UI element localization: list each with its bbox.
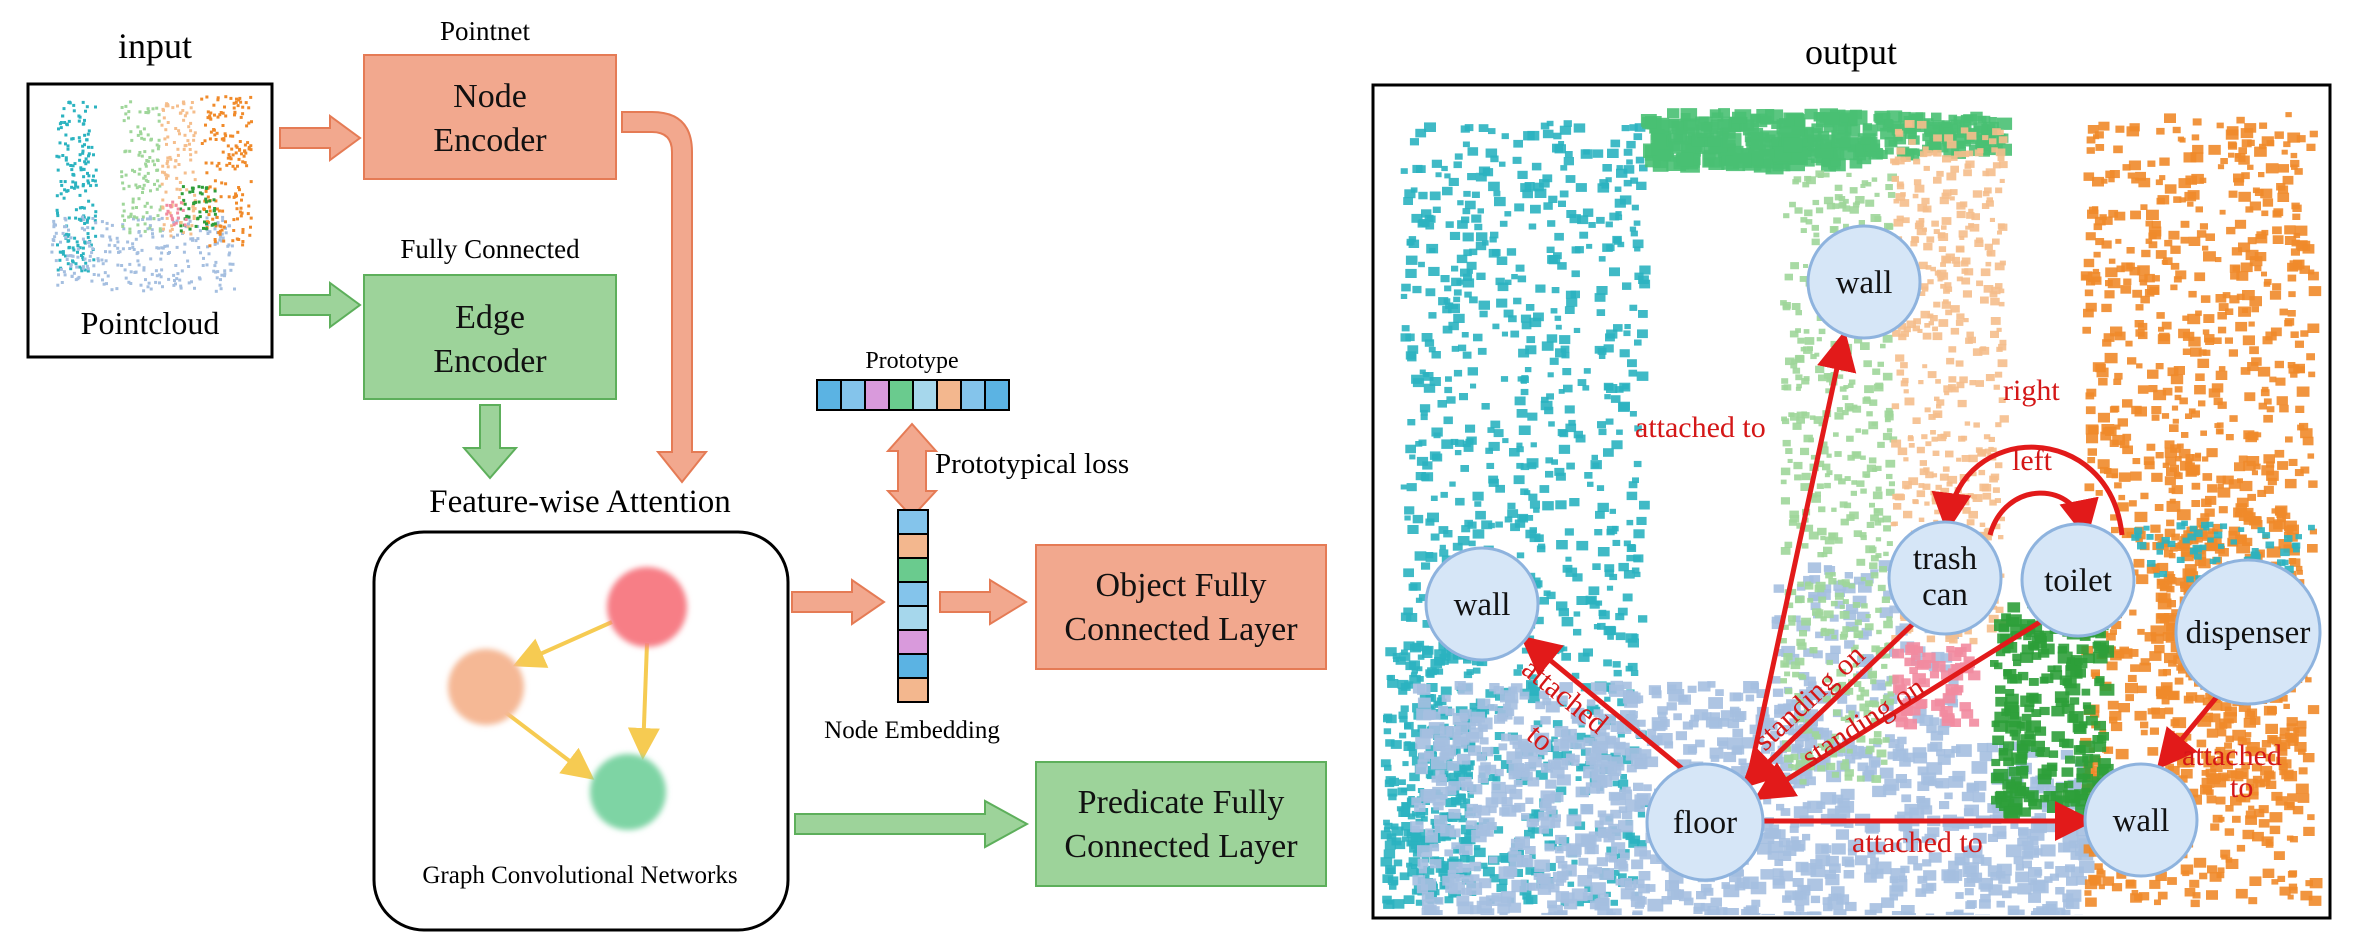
node-encoder-line2: Encoder — [433, 122, 547, 159]
prototype-cell — [912, 379, 938, 411]
arrow-input-to-node-encoder — [279, 114, 362, 162]
relation-arrows — [1520, 330, 2222, 841]
embedding-cell — [897, 605, 929, 631]
relation-arrow-dispenser-wall-br — [2156, 691, 2222, 770]
scene-node-toilet: toilet — [2020, 522, 2136, 638]
predicate-fc-line1: Predicate Fully — [1078, 784, 1285, 821]
relation-label-right: right — [2003, 374, 2060, 407]
relation-label-dispenser-wall-br-2: to — [2230, 771, 2253, 804]
scene-node-floor: floor — [1645, 762, 1765, 882]
arrow-input-to-edge-encoder — [279, 281, 362, 329]
object-fc-line1: Object Fully — [1096, 567, 1267, 604]
gcn-label: Graph Convolutional Networks — [422, 862, 737, 889]
prototype-cell — [888, 379, 914, 411]
fully-connected-label: Fully Connected — [400, 234, 580, 264]
prototype-label: Prototype — [865, 348, 958, 374]
gcn-edge — [512, 620, 613, 668]
object-fc-line2: Connected Layer — [1064, 611, 1298, 648]
relation-arrow-floor-wall-top — [1745, 330, 1857, 783]
arrow-embedding-to-object-fc — [939, 578, 1028, 626]
edge-encoder-box: Edge Encoder — [363, 274, 617, 400]
prototype-cell — [864, 379, 890, 411]
prototype-vector — [816, 379, 1010, 411]
arrow-gcn-to-predicate — [794, 799, 1030, 849]
embedding-cell — [897, 509, 929, 535]
node-embedding-vector — [897, 509, 929, 703]
input-label: input — [118, 26, 192, 66]
embedding-cell — [897, 581, 929, 607]
gcn-edge — [503, 710, 595, 780]
embedding-cell — [897, 557, 929, 583]
node-encoder-box: Node Encoder — [363, 54, 617, 180]
prototypical-loss-arrow — [885, 422, 939, 519]
embedding-cell — [897, 653, 929, 679]
gcn-node-orange — [448, 649, 524, 725]
relation-label-dispenser-wall-br-1: attached — [2182, 739, 2282, 772]
edge-encoder-line1: Edge — [455, 299, 525, 336]
gcn-box: Graph Convolutional Networks — [372, 530, 790, 932]
scene-node-wall-top: wall — [1806, 224, 1922, 340]
edge-encoder-line2: Encoder — [433, 343, 547, 380]
relation-arrow-toilet-trash-right — [1931, 444, 2125, 536]
scene-nodes: wall wall trash can toilet dispenser flo… — [1424, 224, 2322, 882]
arrow-gcn-to-embedding — [791, 578, 886, 626]
relation-label-floor-wall-top: attached to — [1635, 411, 1766, 444]
prototypical-loss-label: Prototypical loss — [935, 448, 1129, 480]
prototype-cell — [840, 379, 866, 411]
gcn-edge — [627, 642, 660, 760]
gcn-node-green — [590, 754, 666, 830]
output-label: output — [1805, 32, 1897, 72]
scene-node-wall-bottom-right: wall — [2083, 762, 2199, 878]
predicate-fc-line2: Connected Layer — [1064, 828, 1298, 865]
arrow-node-encoder-to-attention — [621, 111, 709, 484]
relation-arrow-floor-wall-left — [1520, 635, 1692, 777]
scene-node-wall-left: wall — [1424, 546, 1540, 662]
prototype-cell — [984, 379, 1010, 411]
pointcloud-image — [50, 95, 253, 293]
relation-arrow-trash-floor — [1740, 620, 1917, 789]
feature-wise-attention-label: Feature-wise Attention — [429, 484, 731, 520]
prototype-cell — [936, 379, 962, 411]
scene-node-trash-can: trash can — [1887, 520, 2003, 636]
relation-label-left: left — [2012, 444, 2053, 477]
pointnet-label: Pointnet — [440, 16, 531, 46]
embedding-cell — [897, 677, 929, 703]
relation-arrow-trash-toilet-left — [1987, 490, 2099, 540]
embedding-cell — [897, 533, 929, 559]
scene-node-dispenser: dispenser — [2174, 558, 2322, 706]
arrow-edge-encoder-to-attention — [461, 404, 519, 480]
node-embedding-label: Node Embedding — [824, 717, 1000, 744]
prototype-cell — [960, 379, 986, 411]
pointcloud-label: Pointcloud — [81, 305, 220, 341]
relation-label-floor-wall-br: attached to — [1852, 826, 1983, 859]
predicate-fc-box: Predicate Fully Connected Layer — [1035, 761, 1327, 887]
node-encoder-line1: Node — [453, 78, 527, 115]
embedding-cell — [897, 629, 929, 655]
relation-arrow-toilet-floor — [1753, 619, 2042, 801]
gcn-node-red — [607, 567, 687, 647]
prototype-cell — [816, 379, 842, 411]
pointcloud-box: Pointcloud — [26, 82, 274, 359]
object-fc-box: Object Fully Connected Layer — [1035, 544, 1327, 670]
